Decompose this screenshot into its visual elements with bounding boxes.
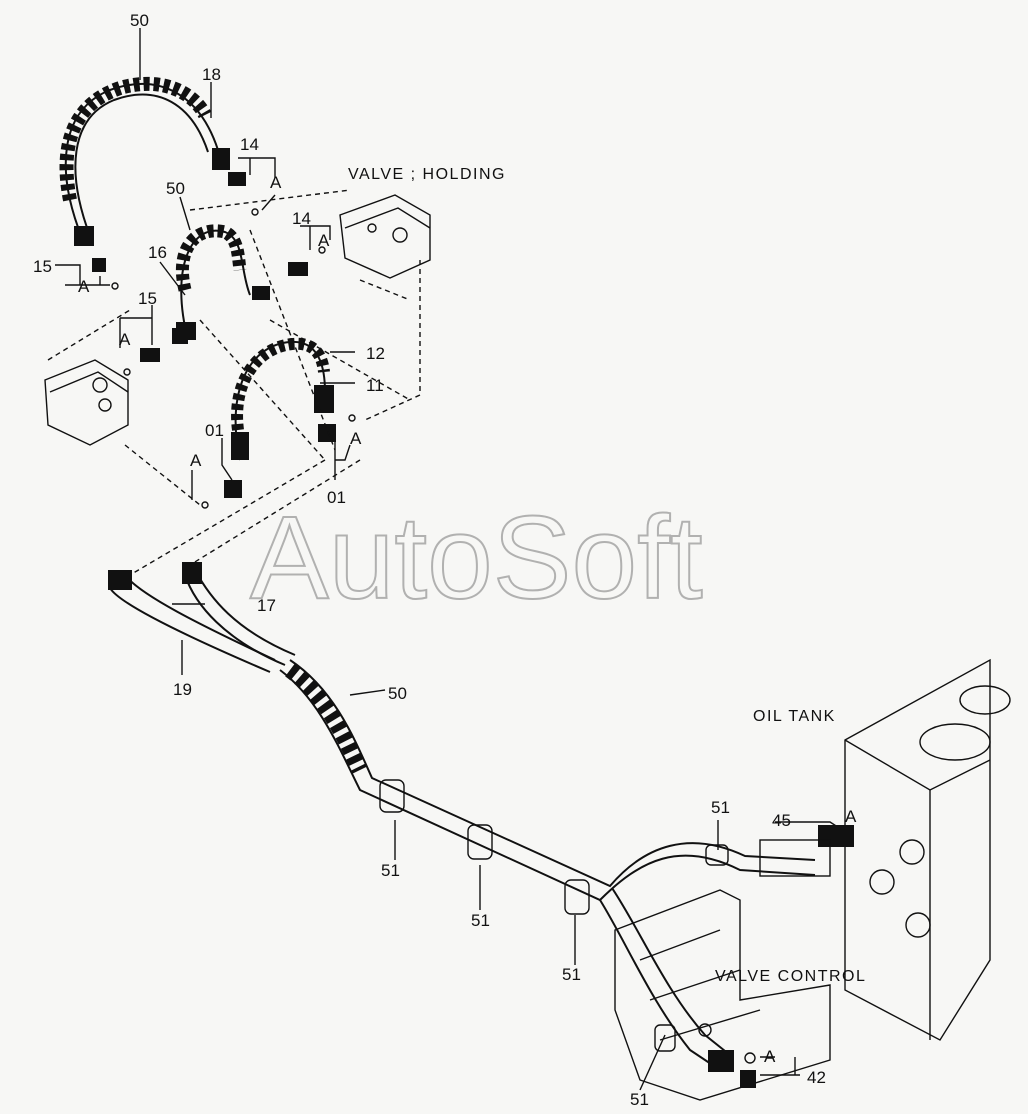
hose-18-with-guard (59, 76, 230, 246)
caption-oil-tank: OIL TANK (753, 708, 836, 725)
leader-lines (47, 28, 851, 1091)
caption-valve-control: VALVE CONTROL (715, 968, 866, 985)
part-label-15: 15 (33, 257, 52, 276)
part-label-42: 42 (807, 1068, 826, 1087)
part-label-19: 19 (173, 680, 192, 699)
part-label-14: 14 (240, 135, 259, 154)
caption-valve-holding: VALVE ; HOLDING (348, 166, 506, 183)
part-label-15: 15 (138, 289, 157, 308)
hoses-17-19 (108, 562, 816, 1071)
part-label-01: 01 (327, 488, 346, 507)
part-label-a: A (764, 1047, 776, 1066)
part-label-45: 45 (772, 811, 791, 830)
part-label-a: A (78, 277, 90, 296)
hose-12-with-guard (231, 337, 334, 461)
part-label-51: 51 (711, 798, 730, 817)
part-label-18: 18 (202, 65, 221, 84)
part-label-50: 50 (388, 684, 407, 703)
part-label-a: A (190, 451, 202, 470)
valve-holding-left (44, 359, 129, 446)
part-label-a: A (845, 807, 857, 826)
fittings-small (92, 172, 356, 509)
watermark: AutoSoft (250, 492, 703, 624)
valve-control (614, 889, 831, 1101)
hose-16-with-guard (175, 224, 270, 341)
valve-holding-right (339, 194, 431, 279)
part-label-01: 01 (205, 421, 224, 440)
part-label-50: 50 (166, 179, 185, 198)
oil-tank (759, 658, 1011, 1041)
part-label-11: 11 (366, 376, 384, 395)
part-label-51: 51 (562, 965, 581, 984)
part-label-17: 17 (257, 596, 276, 615)
clamps-51 (379, 779, 729, 1052)
part-label-a: A (318, 231, 330, 250)
part-label-50: 50 (130, 11, 149, 30)
part-label-14: 14 (292, 209, 311, 228)
part-label-51: 51 (381, 861, 400, 880)
part-label-51: 51 (630, 1090, 649, 1109)
part-label-a: A (350, 429, 362, 448)
part-label-51: 51 (471, 911, 490, 930)
part-label-a: A (119, 330, 131, 349)
part-label-16: 16 (148, 243, 167, 262)
part-label-12: 12 (366, 344, 385, 363)
part-label-a: A (270, 173, 282, 192)
